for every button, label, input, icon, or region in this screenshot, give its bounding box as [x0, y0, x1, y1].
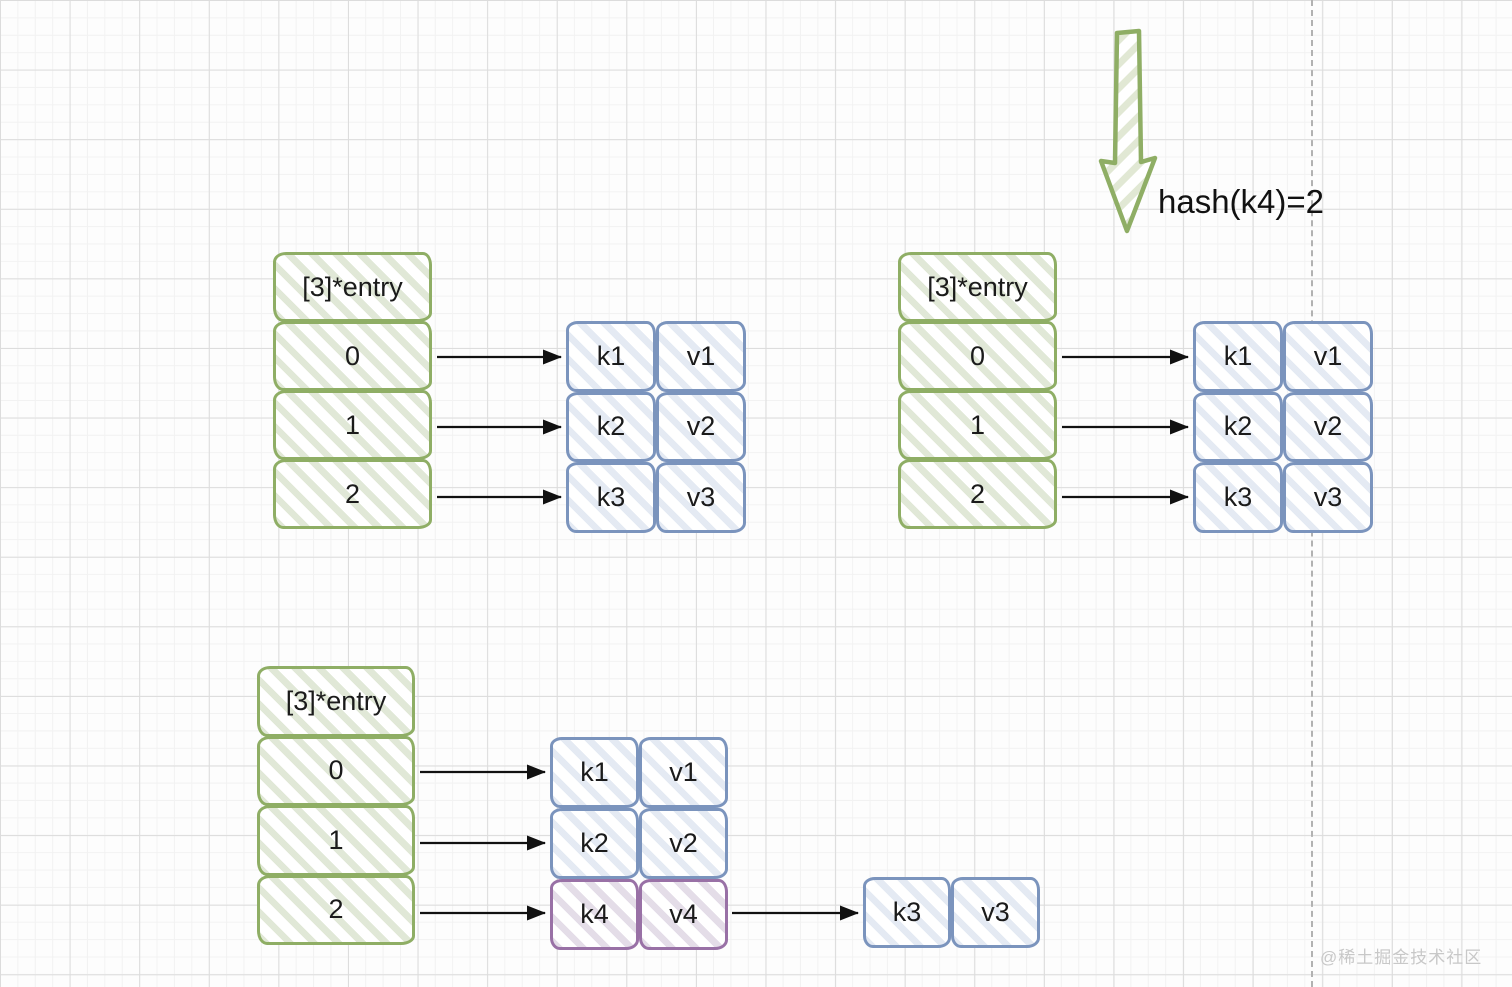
- watermark: @稀土掘金技术社区: [1320, 948, 1483, 967]
- bucket-slot: 0: [273, 321, 432, 391]
- overflow-entry-table: k3 v3: [863, 877, 1040, 948]
- bucket-slot: 0: [898, 321, 1057, 391]
- bucket-slot: 2: [273, 459, 432, 529]
- bucket-array: [3]*entry 0 1 2: [257, 666, 415, 945]
- bucket-slot: 2: [898, 459, 1057, 529]
- bucket-array: [3]*entry 0 1 2: [898, 252, 1057, 529]
- entry-value-cell: v3: [656, 462, 746, 533]
- entry-value-cell: v1: [656, 321, 746, 392]
- hash-annotation: hash(k4)=2: [1158, 183, 1325, 220]
- bucket-slot: 0: [257, 735, 415, 806]
- entry-key-cell: k3: [863, 877, 951, 948]
- entry-key-cell: k1: [1193, 321, 1283, 392]
- bucket-slot: 1: [257, 805, 415, 876]
- hash-arrow-icon: [1098, 28, 1158, 234]
- entry-key-cell-new: k4: [550, 879, 639, 950]
- entry-key-cell: k2: [550, 808, 639, 879]
- bucket-slot: 1: [273, 390, 432, 460]
- entry-value-cell: v2: [639, 808, 728, 879]
- bucket-array: [3]*entry 0 1 2: [273, 252, 432, 529]
- entry-key-cell: k2: [566, 391, 656, 462]
- entry-table: k1 v1 k2 v2 k4 v4: [550, 737, 728, 950]
- bucket-header: [3]*entry: [273, 252, 432, 322]
- entry-table: k1 v1 k2 v2 k3 v3: [1193, 321, 1373, 533]
- entry-value-cell: v1: [639, 737, 728, 808]
- entry-value-cell-new: v4: [639, 879, 728, 950]
- entry-value-cell: v2: [656, 391, 746, 462]
- entry-table: k1 v1 k2 v2 k3 v3: [566, 321, 746, 533]
- bucket-slot: 1: [898, 390, 1057, 460]
- entry-key-cell: k2: [1193, 391, 1283, 462]
- entry-key-cell: k3: [566, 462, 656, 533]
- entry-value-cell: v3: [951, 877, 1040, 948]
- entry-key-cell: k1: [550, 737, 639, 808]
- bucket-header: [3]*entry: [257, 666, 415, 737]
- entry-value-cell: v2: [1283, 391, 1373, 462]
- entry-key-cell: k1: [566, 321, 656, 392]
- entry-value-cell: v3: [1283, 462, 1373, 533]
- entry-key-cell: k3: [1193, 462, 1283, 533]
- bucket-header: [3]*entry: [898, 252, 1057, 322]
- bucket-slot: 2: [257, 874, 415, 945]
- entry-value-cell: v1: [1283, 321, 1373, 392]
